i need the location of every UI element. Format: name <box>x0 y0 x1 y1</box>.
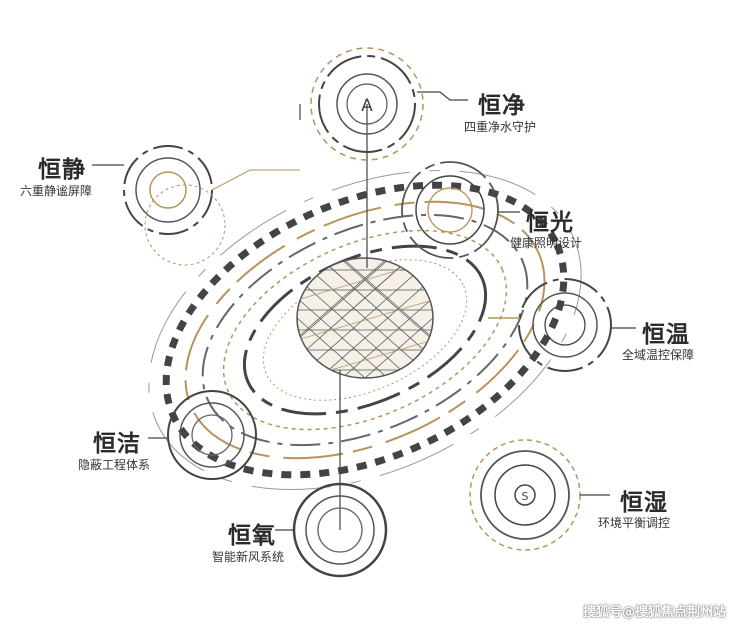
feature-title-yang: 恒氧 <box>228 522 276 549</box>
node-wen <box>488 278 636 372</box>
feature-title-guang: 恒光 <box>526 209 574 236</box>
node-yang <box>275 482 388 578</box>
geodesic-sphere <box>296 257 434 379</box>
feature-title-jie: 恒洁 <box>93 430 141 457</box>
connector-lines <box>299 104 368 530</box>
feature-title-jing-quiet: 恒静 <box>38 156 86 183</box>
feature-title-jing-clean: 恒净 <box>478 92 526 119</box>
feature-subtitle-jing-quiet: 六重静谧屏障 <box>20 184 93 198</box>
node-jie <box>148 390 257 480</box>
feature-title-shi: 恒湿 <box>620 489 668 516</box>
node-guang <box>401 161 520 259</box>
feature-subtitle-jie: 隐蔽工程体系 <box>78 458 151 472</box>
center-badge-text: A <box>361 96 373 116</box>
node-jing-quiet <box>92 145 300 266</box>
feature-subtitle-jing-clean: 四重净水守护 <box>464 120 537 134</box>
feature-subtitle-guang: 健康照明设计 <box>510 236 583 250</box>
fan-symbol: S <box>522 490 529 503</box>
node-shi: S <box>469 439 610 551</box>
feature-subtitle-yang: 智能新风系统 <box>212 550 285 564</box>
feature-subtitle-shi: 环境平衡调控 <box>598 516 671 530</box>
watermark: 搜狐号@搜狐焦点荆州站 <box>582 605 726 620</box>
node-jing-clean: A <box>310 47 468 161</box>
feature-subtitle-wen: 全域温控保障 <box>622 348 695 362</box>
feature-title-wen: 恒温 <box>642 321 690 348</box>
